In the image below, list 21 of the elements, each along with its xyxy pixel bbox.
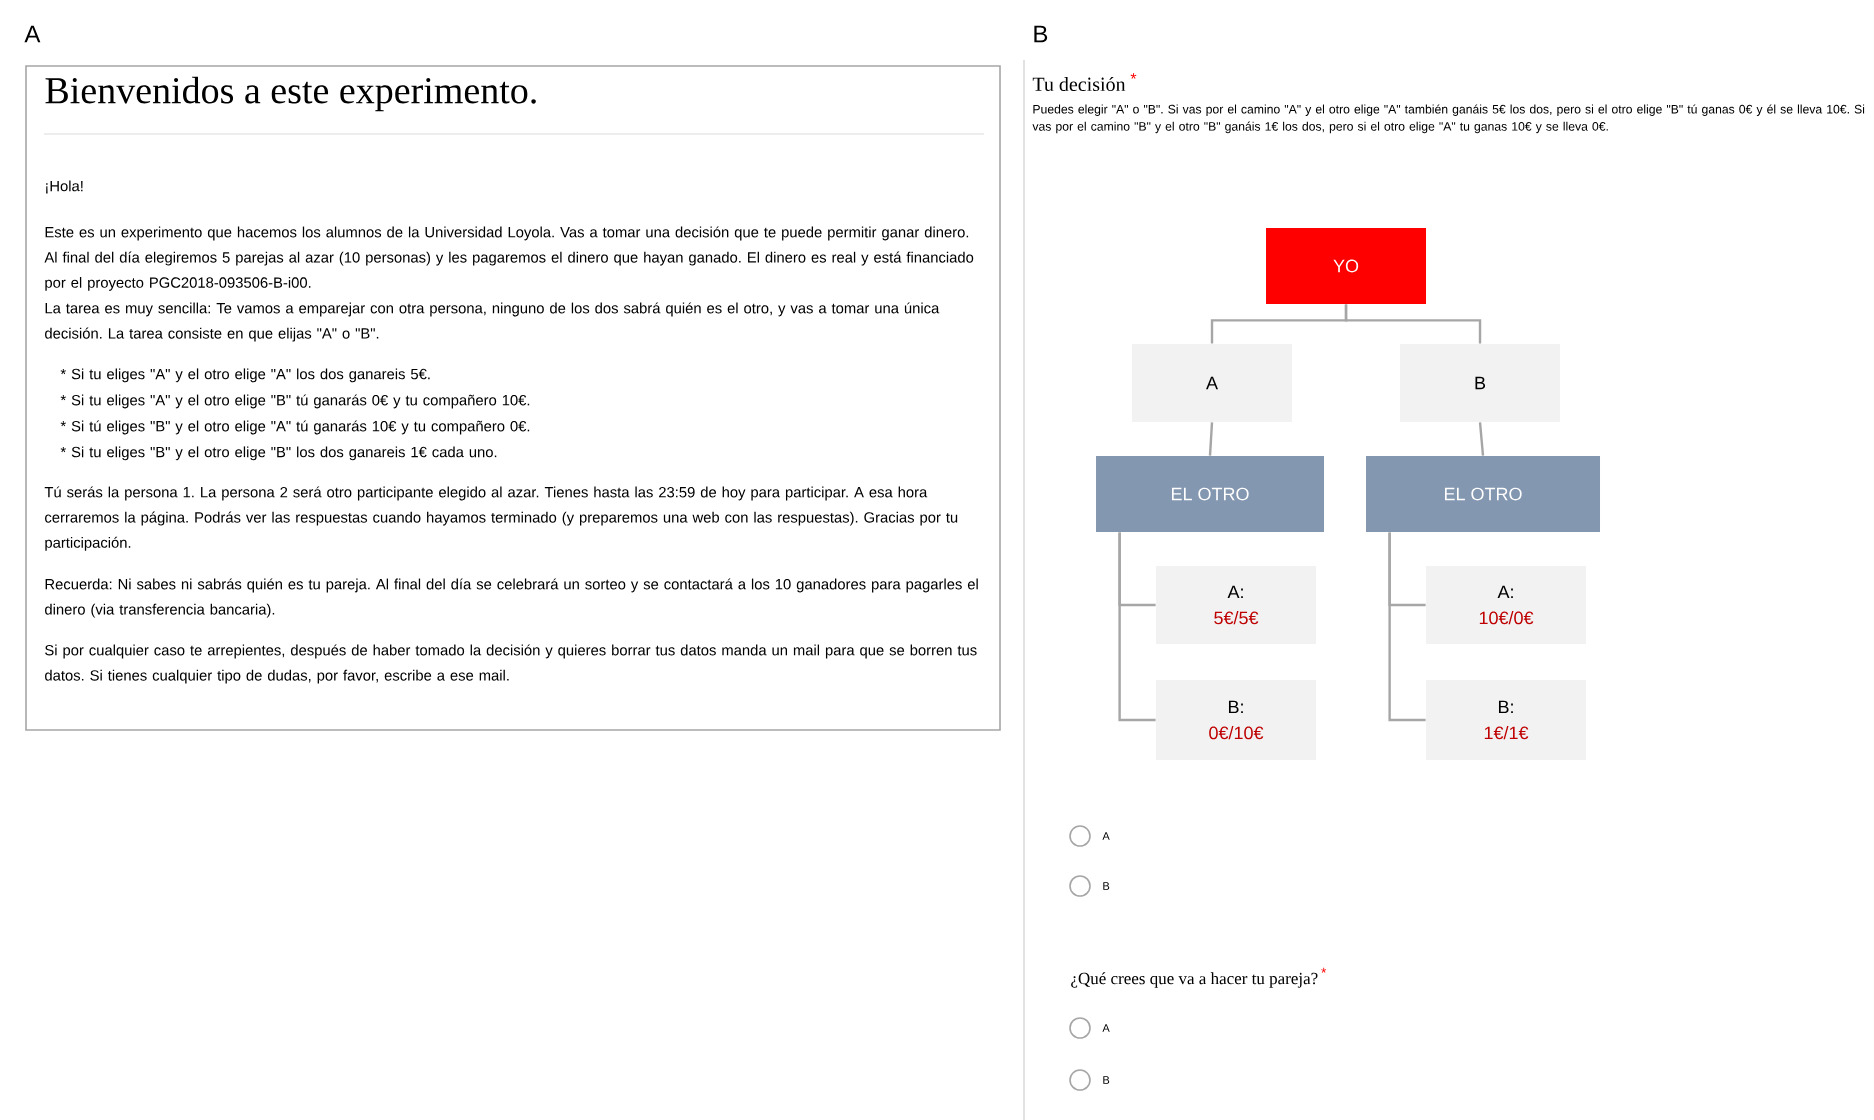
connector — [1388, 532, 1426, 722]
connector — [1208, 422, 1214, 456]
panel-frame — [25, 65, 1001, 731]
payoff-box: A: 5€/5€ — [1156, 566, 1316, 644]
question-title: ¿Qué crees que va a hacer tu pareja? — [1071, 972, 1318, 988]
heading: Bienvenidos a este experimento. — [45, 76, 536, 112]
required-mark: * — [1130, 73, 1137, 79]
connector — [1344, 304, 1482, 344]
connector — [1478, 422, 1485, 456]
panel-letter: A — [24, 25, 41, 43]
question-title: Tu decisión — [1032, 76, 1126, 92]
choice-box: B — [1400, 344, 1560, 422]
panel-letter: B — [1034, 25, 1048, 43]
player-box: EL OTRO — [1366, 456, 1600, 532]
payoff-box: B: 0€/10€ — [1156, 680, 1316, 760]
payoff-box: A: 10€/0€ — [1426, 566, 1586, 644]
connector — [1118, 532, 1156, 722]
choice-box: A — [1132, 344, 1292, 422]
root-box: YO — [1266, 228, 1426, 304]
player-box: EL OTRO — [1096, 456, 1324, 532]
payoff-box: B: 1€/1€ — [1426, 680, 1586, 760]
